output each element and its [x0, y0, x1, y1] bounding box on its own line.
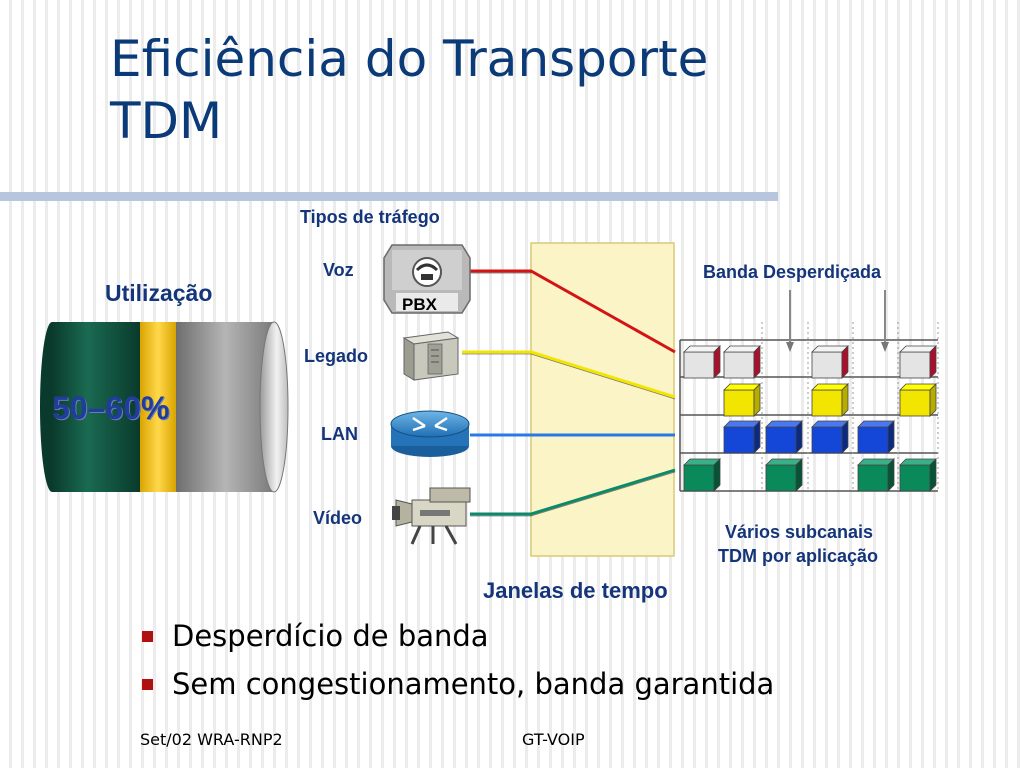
voice-slot-cube [811, 345, 849, 379]
tdm-rails [679, 322, 939, 492]
pipe-unused-gray [176, 322, 274, 492]
video-slot-cube [899, 458, 937, 492]
bullet-text: Desperdício de banda [172, 619, 489, 653]
video-slot-cube [857, 458, 895, 492]
utilization-label: Utilização [105, 280, 213, 306]
time-windows-panel [530, 242, 675, 557]
source-label-lan: LAN [321, 424, 358, 444]
video-slot-cube [765, 458, 803, 492]
legacy-slot-cube [899, 383, 937, 417]
slide-title: Eficiência do Transporte TDM [110, 28, 990, 152]
pbx-device-label: PBX [402, 295, 437, 314]
bullet-item: Sem congestionamento, banda garantida [140, 662, 774, 710]
title-line-2: TDM [110, 92, 223, 150]
router-icon [390, 410, 470, 457]
subchannels-label-line-1: Vários subcanais [725, 522, 874, 542]
lan-slot-cube [723, 420, 761, 454]
source-label-voz: Voz [323, 260, 354, 280]
pipe-front-cap [259, 321, 289, 493]
line-legado [462, 350, 676, 399]
video-camera-icon [392, 487, 471, 545]
footer-left: Set/02 WRA-RNP2 [140, 730, 283, 749]
legacy-device-icon [402, 331, 460, 381]
line-voz [470, 269, 676, 354]
tdm-cubes [683, 345, 937, 492]
title-underline [0, 192, 778, 201]
title-line-1: Eficiência do Transporte [110, 30, 709, 88]
source-label-video: Vídeo [313, 508, 363, 528]
source-label-legado: Legado [304, 346, 369, 366]
utilization-pipe [40, 321, 289, 493]
lan-slot-cube [765, 420, 803, 454]
footer-center: GT-VOIP [522, 730, 585, 749]
wasted-bandwidth-arrows [786, 290, 889, 352]
time-windows-label: Janelas de tempo [483, 578, 668, 603]
line-video [470, 468, 676, 516]
voice-slot-cube [683, 345, 721, 379]
legacy-slot-cube [811, 383, 849, 417]
bullet-item: Desperdício de banda [140, 614, 774, 662]
subchannels-label-line-2: TDM por aplicação [718, 546, 879, 566]
lan-slot-cube [857, 420, 895, 454]
voice-slot-cube [723, 345, 761, 379]
pipe-used-dark [52, 322, 140, 492]
bullet-marker [142, 679, 153, 690]
traffic-types-label: Tipos de tráfego [300, 207, 440, 227]
voice-slot-cube [899, 345, 937, 379]
utilization-value: 50–60% [52, 390, 170, 426]
lan-slot-cube [811, 420, 849, 454]
wasted-bandwidth-label: Banda Desperdiçada [703, 262, 882, 282]
bullet-list: Desperdício de banda Sem congestionament… [140, 614, 774, 710]
traffic-lines [462, 269, 676, 517]
pipe-used-yellow [140, 322, 176, 492]
video-slot-cube [683, 458, 721, 492]
legacy-slot-cube [723, 383, 761, 417]
pbx-icon [383, 244, 471, 314]
bullet-text: Sem congestionamento, banda garantida [172, 667, 775, 701]
bullet-marker [142, 631, 153, 642]
